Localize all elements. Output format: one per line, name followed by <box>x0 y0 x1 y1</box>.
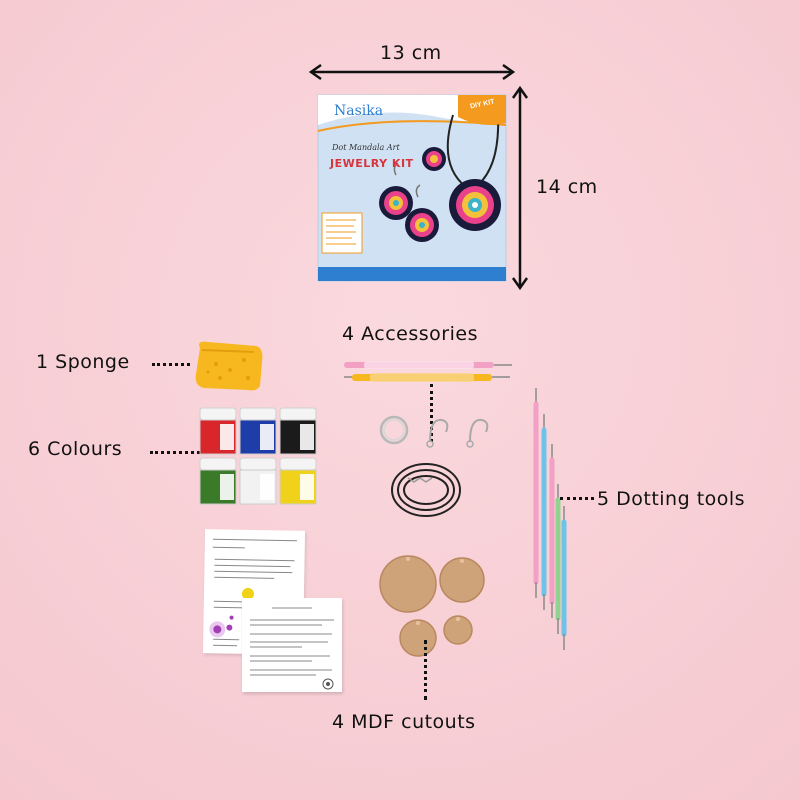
colours-label: 6 Colours <box>28 438 123 460</box>
dotting-tools-vertical-image <box>533 388 567 650</box>
paint-jar <box>239 407 277 455</box>
paint-jar <box>239 457 277 505</box>
mdf-label: 4 MDF cutouts <box>332 711 476 733</box>
colours-leader-line <box>150 451 200 454</box>
sponge-leader-line <box>152 363 190 366</box>
sponge-image <box>195 341 263 391</box>
dotting-tools-leader-line <box>560 497 594 500</box>
mdf-leader-line <box>424 640 427 700</box>
kit-box: Nasika Dot Mandala Art JEWELRY KIT DIY K… <box>317 94 507 282</box>
dotting-tools-label: 5 Dotting tools <box>597 488 746 510</box>
sponge-label: 1 Sponge <box>36 351 130 373</box>
mdf-cutouts-image <box>379 555 485 657</box>
earring-hooks-icon <box>426 418 489 448</box>
height-arrow-icon <box>511 85 529 291</box>
instruction-card-back <box>202 529 306 655</box>
dotting-pens-horizontal-image <box>344 361 512 382</box>
accessories-leader-line <box>430 384 433 442</box>
paint-jar <box>279 407 317 455</box>
kit-subtitle: Dot Mandala Art <box>332 143 400 152</box>
accessories-label: 4 Accessories <box>342 323 478 345</box>
paint-jars-image <box>199 407 317 505</box>
instruction-card-front <box>242 598 342 692</box>
paint-jar <box>199 457 237 505</box>
split-ring-icon <box>379 415 409 445</box>
cord-necklace-icon <box>391 463 461 517</box>
kit-title: JEWELRY KIT <box>330 157 414 170</box>
kit-box-artwork <box>317 94 507 282</box>
brand-logo: Nasika <box>334 103 384 119</box>
paint-jar <box>199 407 237 455</box>
card-text-lines <box>250 607 334 690</box>
card-text-lines <box>209 538 297 647</box>
width-arrow-icon <box>308 63 516 81</box>
width-dimension-label: 13 cm <box>380 42 442 64</box>
height-dimension-label: 14 cm <box>536 176 598 198</box>
paint-jar <box>279 457 317 505</box>
